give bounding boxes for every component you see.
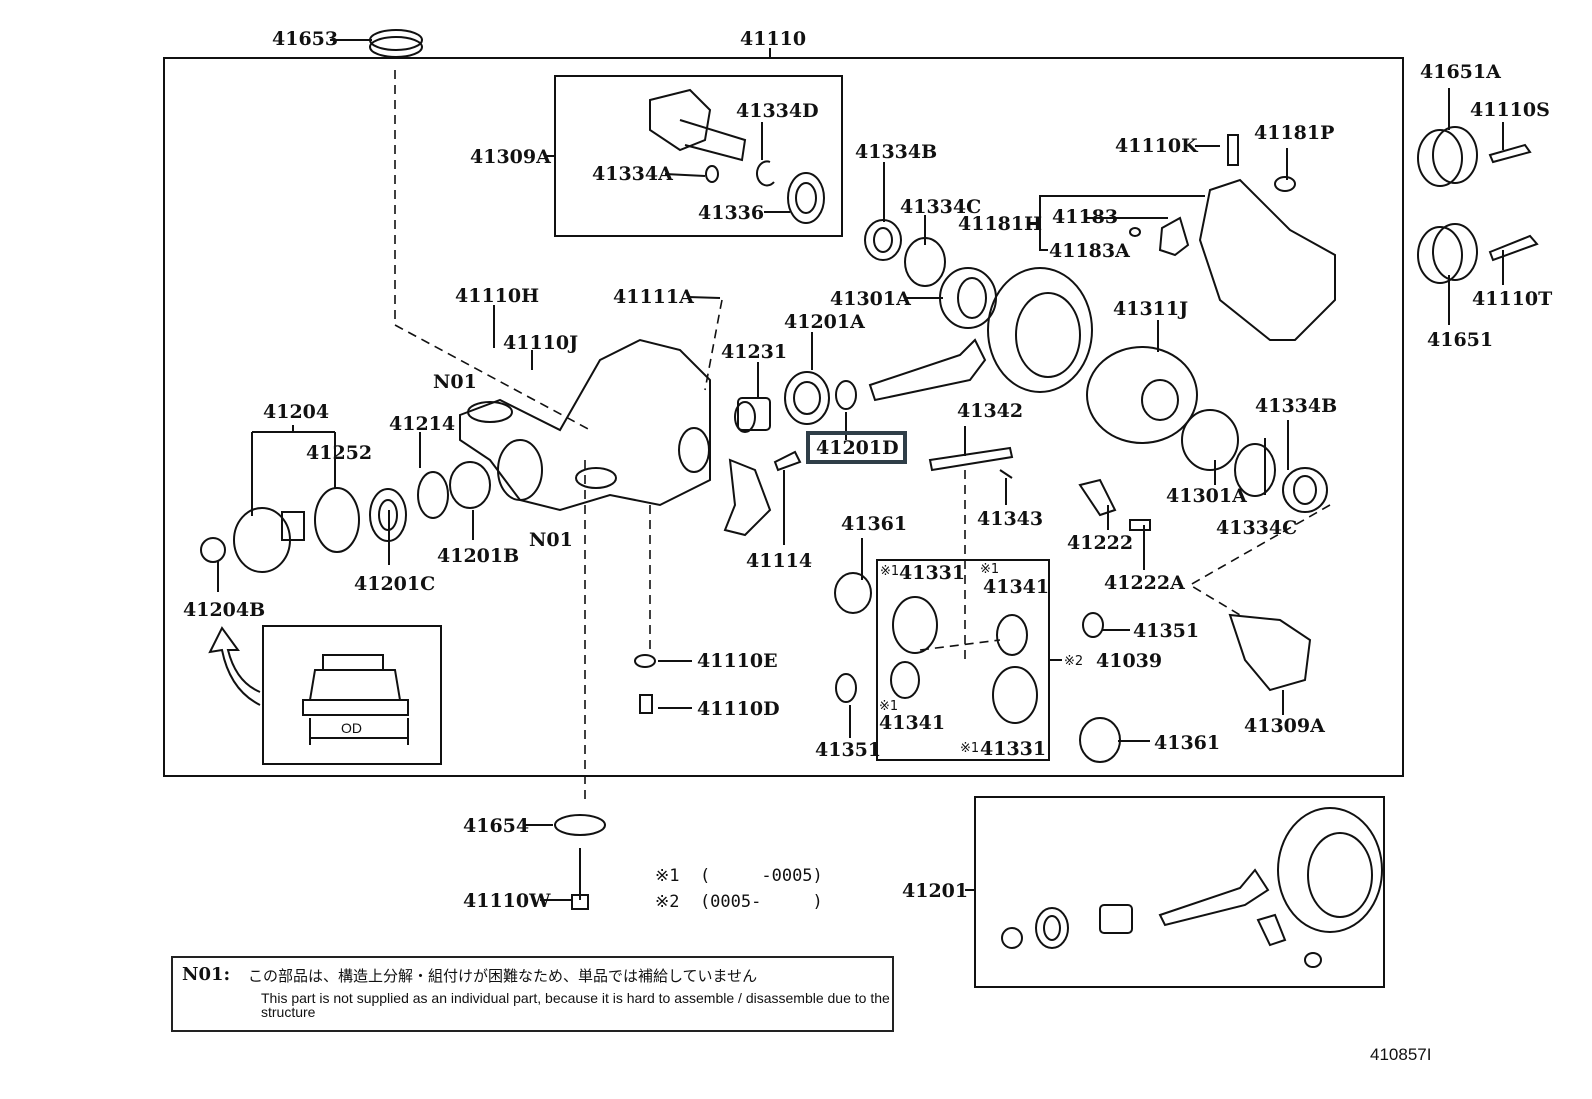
part-label-41111A[interactable]: 41111A [613, 286, 694, 308]
part-label-41334D[interactable]: 41334D [736, 100, 819, 122]
part-label-41110H[interactable]: 41110H [455, 285, 540, 307]
note-n01-box: N01: この部品は、構造上分解・組付けが困難なため、単品では補給していません … [171, 956, 894, 1032]
part-label-41341-bottom[interactable]: 41341 [879, 712, 946, 734]
mark-2-41039: ※2 [1064, 654, 1084, 669]
part-label-41110T[interactable]: 41110T [1472, 288, 1553, 310]
part-label-41334B-right[interactable]: 41334B [1255, 395, 1338, 417]
mark-1-41341-bottom: ※1 [879, 699, 899, 714]
label-n01-bottom[interactable]: N01 [529, 529, 573, 551]
part-label-41201[interactable]: 41201 [902, 880, 969, 902]
part-label-41309A-right[interactable]: 41309A [1244, 715, 1325, 737]
part-label-41334C-top[interactable]: 41334C [900, 196, 982, 218]
label-n01-top[interactable]: N01 [433, 371, 477, 393]
part-label-41331-top[interactable]: 41331 [899, 562, 966, 584]
part-label-41334A[interactable]: 41334A [592, 163, 673, 185]
part-label-41361-left[interactable]: 41361 [841, 513, 908, 535]
part-label-41110S[interactable]: 41110S [1470, 99, 1550, 121]
part-label-41342[interactable]: 41342 [957, 400, 1024, 422]
part-label-41653[interactable]: 41653 [272, 28, 339, 50]
note-key: N01: [182, 964, 231, 985]
part-label-41114[interactable]: 41114 [746, 550, 813, 572]
legend-line-2: ※2 (0005- ) [655, 892, 823, 912]
part-label-41222A[interactable]: 41222A [1104, 572, 1185, 594]
part-label-41039[interactable]: 41039 [1096, 650, 1163, 672]
part-label-41351-right[interactable]: 41351 [1133, 620, 1200, 642]
part-label-41110[interactable]: 41110 [740, 28, 807, 50]
part-label-41201C[interactable]: 41201C [354, 573, 436, 595]
nut-detail-box [262, 625, 442, 765]
part-label-41201D-highlighted[interactable]: 41201D [806, 431, 907, 464]
mark-1-41331-top: ※1 [880, 564, 900, 579]
od-dimension-label: OD [341, 720, 362, 736]
part-label-41343[interactable]: 41343 [977, 508, 1044, 530]
part-label-41331-bottom[interactable]: 41331 [980, 738, 1047, 760]
part-label-41351-left[interactable]: 41351 [815, 739, 882, 761]
part-label-41214[interactable]: 41214 [389, 413, 456, 435]
part-label-41204[interactable]: 41204 [263, 401, 330, 423]
part-label-41252[interactable]: 41252 [306, 442, 373, 464]
part-label-41222[interactable]: 41222 [1067, 532, 1134, 554]
document-id: 410857I [1370, 1045, 1432, 1064]
part-label-41110J[interactable]: 41110J [503, 332, 579, 354]
part-label-41110D[interactable]: 41110D [697, 698, 780, 720]
part-label-41201B[interactable]: 41201B [437, 545, 520, 567]
part-label-41183A[interactable]: 41183A [1049, 240, 1130, 262]
part-label-41183[interactable]: 41183 [1052, 206, 1119, 228]
part-label-41110W[interactable]: 41110W [463, 890, 551, 912]
part-label-41336[interactable]: 41336 [698, 202, 765, 224]
part-label-41204B[interactable]: 41204B [183, 599, 266, 621]
note-english-text: This part is not supplied as an individu… [261, 990, 890, 1020]
part-label-41654[interactable]: 41654 [463, 815, 530, 837]
part-label-41301A-right[interactable]: 41301A [1166, 485, 1247, 507]
part-label-41181P[interactable]: 41181P [1254, 122, 1335, 144]
part-label-41231[interactable]: 41231 [721, 341, 788, 363]
part-label-41341-top[interactable]: 41341 [983, 576, 1050, 598]
part-label-41201A[interactable]: 41201A [784, 311, 865, 333]
part-label-41110K[interactable]: 41110K [1115, 135, 1198, 157]
legend-line-1: ※1 ( -0005) [655, 866, 823, 886]
mark-1-41341-top: ※1 [980, 562, 1000, 577]
main-assembly-frame [163, 57, 1404, 777]
mark-1-41331-bottom: ※1 [960, 741, 980, 756]
part-label-41651[interactable]: 41651 [1427, 329, 1494, 351]
part-label-41309A-top[interactable]: 41309A [470, 146, 551, 168]
part-label-41361-right[interactable]: 41361 [1154, 732, 1221, 754]
part-label-41651A[interactable]: 41651A [1420, 61, 1501, 83]
part-label-41334C-right[interactable]: 41334C [1216, 517, 1298, 539]
part-label-41110E[interactable]: 41110E [697, 650, 778, 672]
part-label-41181H[interactable]: 41181H [958, 213, 1043, 235]
note-japanese-text: この部品は、構造上分解・組付けが困難なため、単品では補給していません [248, 967, 758, 985]
ring-pinion-kit-box [974, 796, 1385, 988]
part-label-41334B-top[interactable]: 41334B [855, 141, 938, 163]
part-label-41301A-top[interactable]: 41301A [830, 288, 911, 310]
part-label-41311J[interactable]: 41311J [1113, 298, 1189, 320]
